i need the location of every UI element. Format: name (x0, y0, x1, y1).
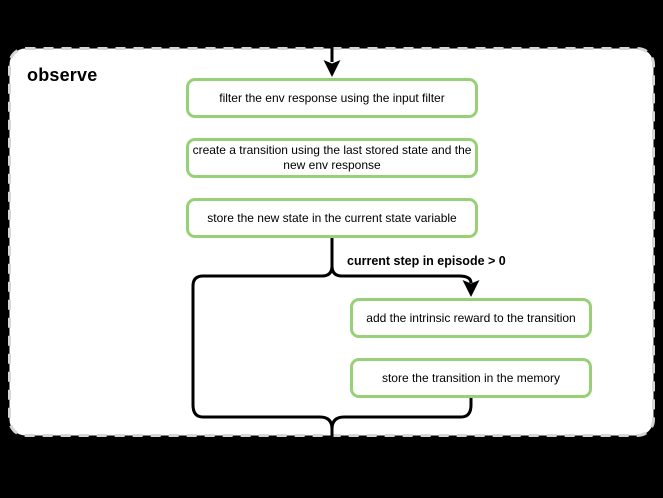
connector-bypass-left (191, 265, 334, 446)
node-add-intrinsic-reward: add the intrinsic reward to the transiti… (350, 298, 592, 338)
node-store-transition: store the transition in the memory (350, 358, 592, 398)
node-label: store the transition in the memory (381, 370, 561, 385)
node-filter-env-response: filter the env response using the input … (186, 78, 478, 118)
connector-merge-exit (330, 398, 473, 446)
node-label: filter the env response using the input … (219, 90, 445, 105)
arrowhead-down-icon (462, 280, 480, 297)
arrowhead-down-icon (323, 60, 341, 77)
node-label: store the new state in the current state… (207, 210, 457, 225)
node-store-new-state: store the new state in the current state… (186, 198, 478, 238)
node-label: create a transition using the last store… (192, 143, 472, 172)
node-label: add the intrinsic reward to the transiti… (366, 310, 576, 325)
condition-label: current step in episode > 0 (347, 254, 506, 268)
panel-title: observe (27, 65, 98, 85)
node-create-transition: create a transition using the last store… (186, 138, 478, 178)
